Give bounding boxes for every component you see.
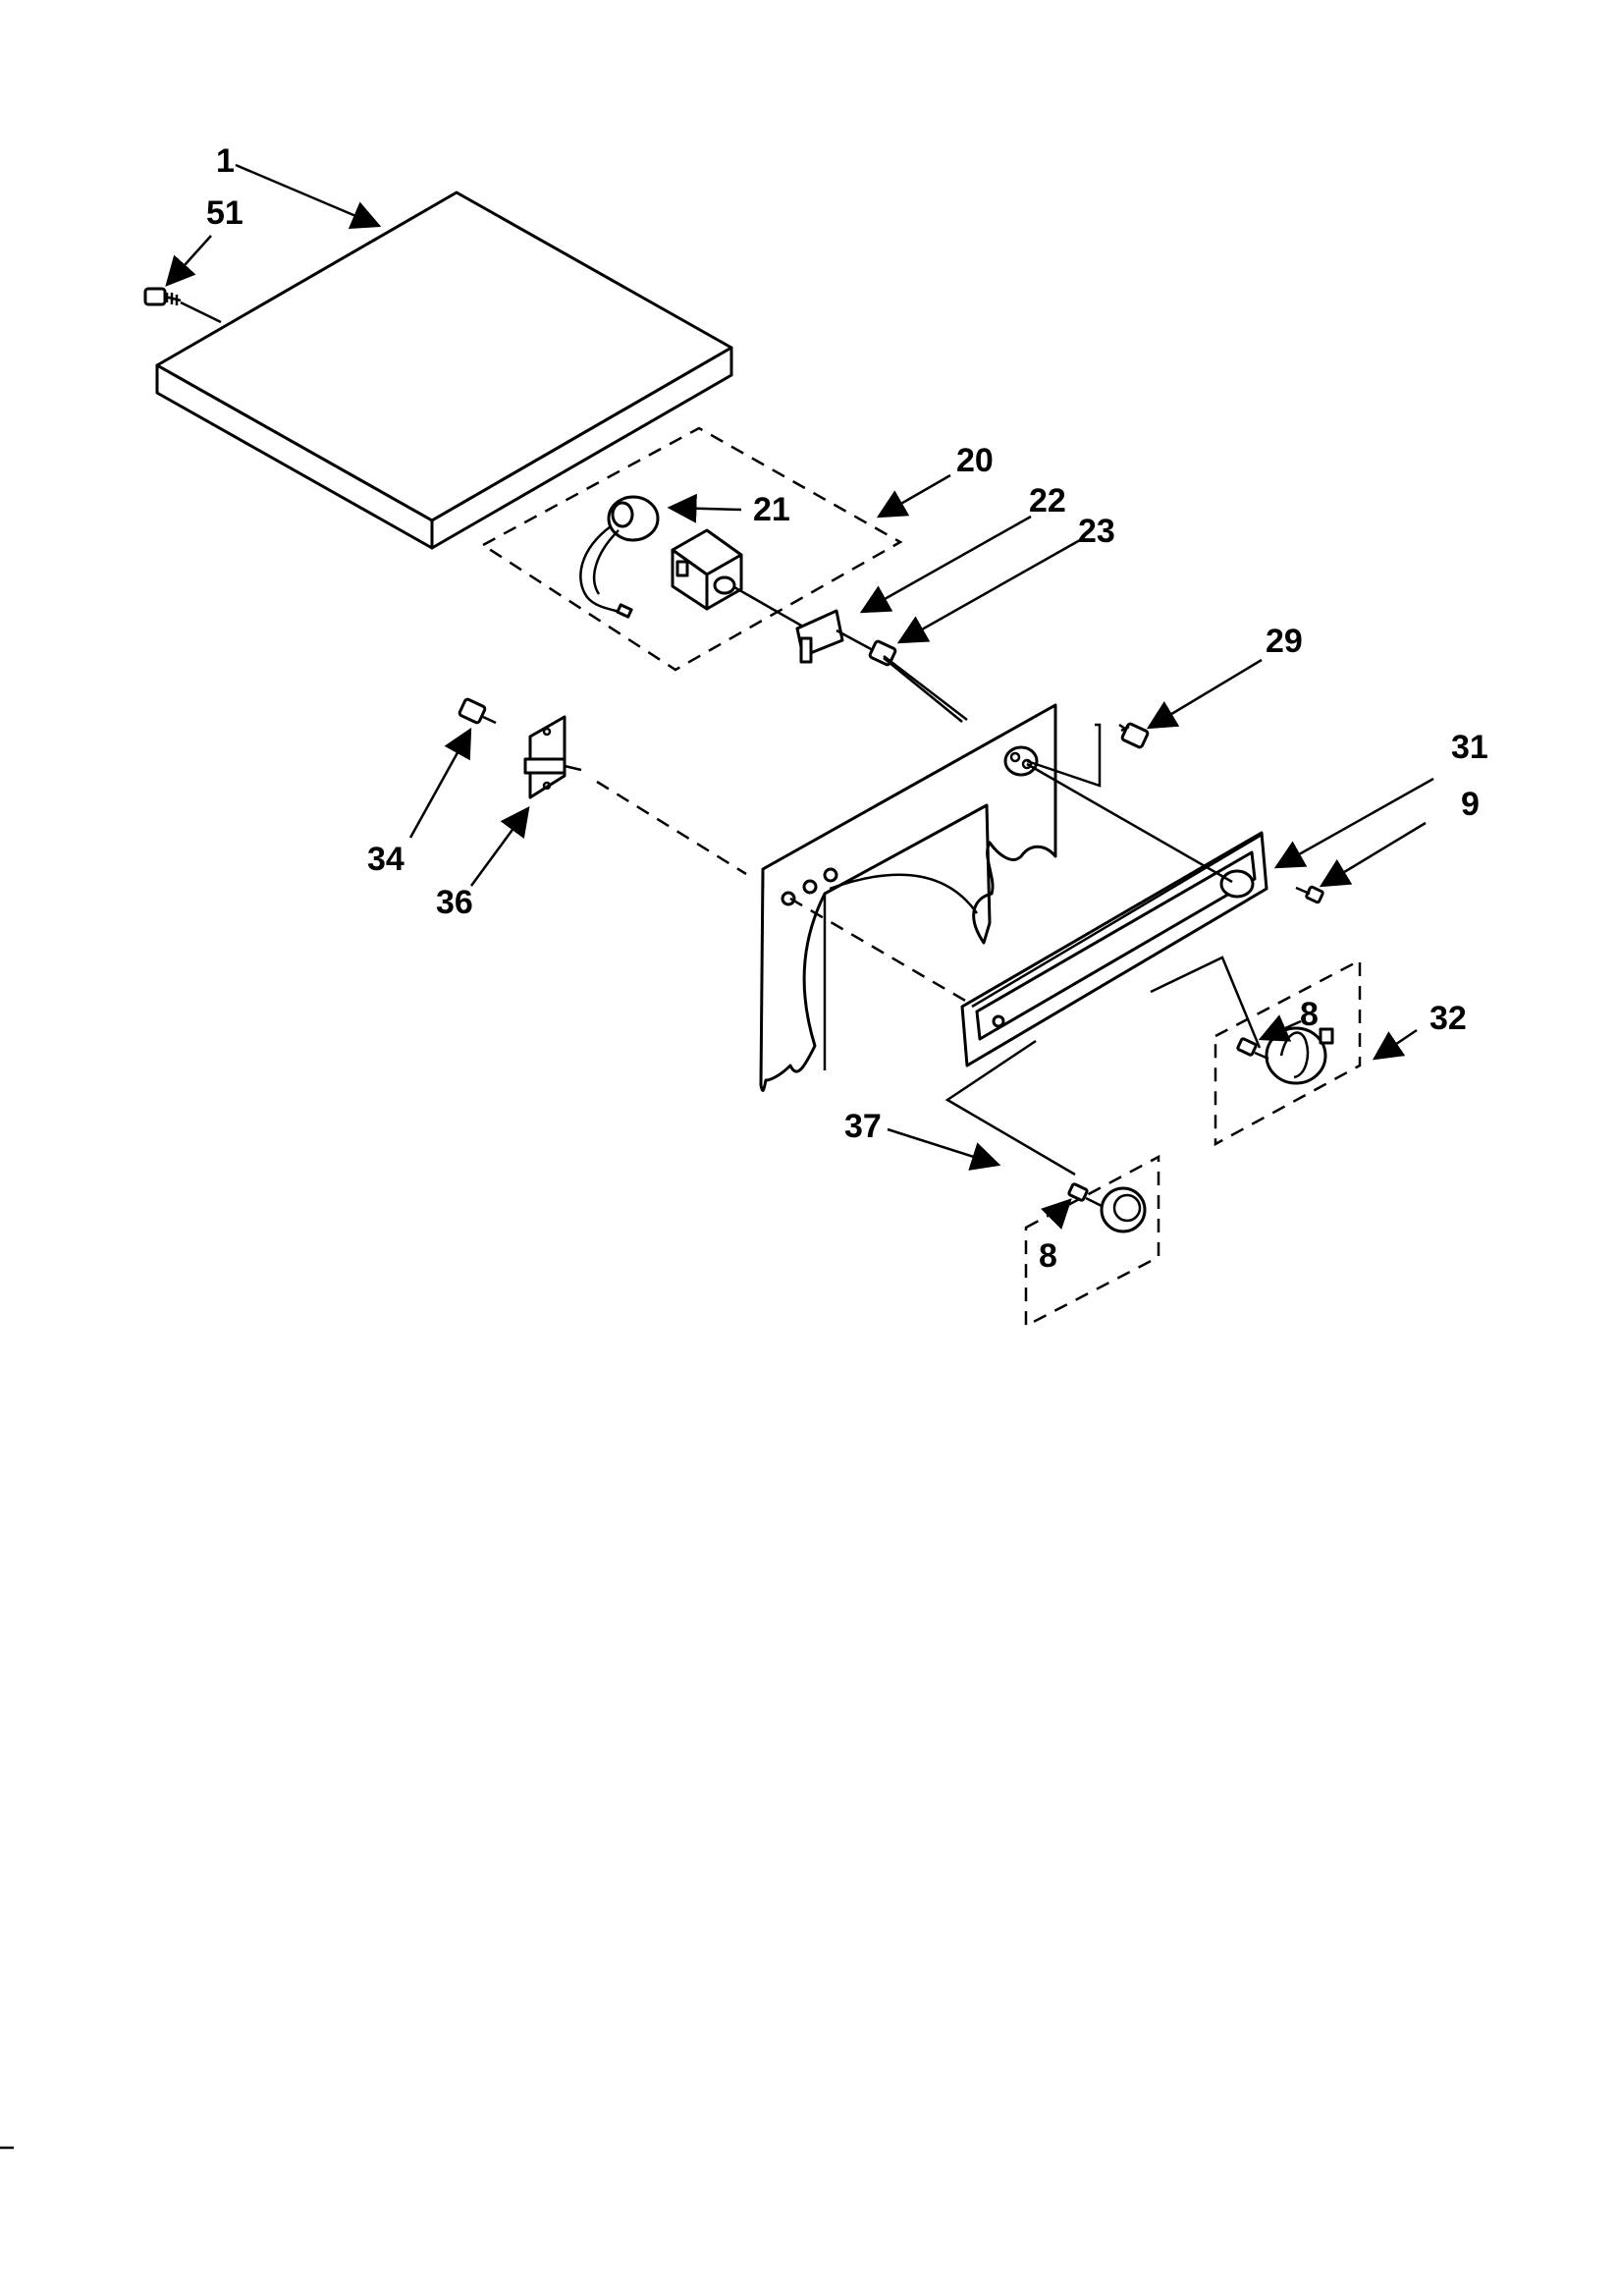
control-panel-part-31 [960, 831, 1268, 1067]
hinge-part-36 [523, 715, 582, 799]
screw-part-9 [1295, 885, 1324, 904]
callout-22: 22 [1029, 482, 1066, 519]
callout-labels: 1 51 20 21 22 23 29 31 9 34 36 8 32 37 8 [206, 142, 1488, 1275]
alignment-lines [596, 655, 1262, 1176]
callout-8-lower: 8 [1039, 1237, 1057, 1275]
callout-21: 21 [753, 491, 790, 528]
callout-29: 29 [1266, 623, 1303, 660]
screw-part-34 [458, 697, 497, 725]
screw-part-29 [1118, 722, 1150, 749]
callout-32: 32 [1429, 1000, 1467, 1037]
callout-9: 9 [1461, 786, 1480, 823]
callout-51: 51 [206, 194, 243, 232]
assembly-box-32 [1214, 957, 1362, 1147]
bracket-part-22 [795, 609, 885, 664]
callout-31: 31 [1451, 729, 1488, 766]
callout-20: 20 [956, 442, 994, 479]
console-backsplash-part [759, 703, 1057, 1092]
callout-23: 23 [1078, 513, 1115, 550]
screw-part-51 [143, 287, 222, 324]
callout-arrows [165, 163, 1434, 1230]
switch-block [671, 528, 804, 629]
callout-34: 34 [367, 841, 404, 878]
top-panel-part [155, 191, 733, 550]
assembly-box-20 [480, 426, 903, 672]
timer-motor-part-21 [579, 495, 660, 619]
callout-1: 1 [216, 142, 235, 180]
callout-37: 37 [844, 1108, 882, 1145]
knob-part-37 [1067, 1182, 1147, 1233]
callout-8-upper: 8 [1300, 996, 1319, 1033]
knob-part-32 [1236, 1026, 1334, 1085]
callout-36: 36 [436, 884, 473, 921]
assembly-box-37 [1024, 1154, 1160, 1329]
